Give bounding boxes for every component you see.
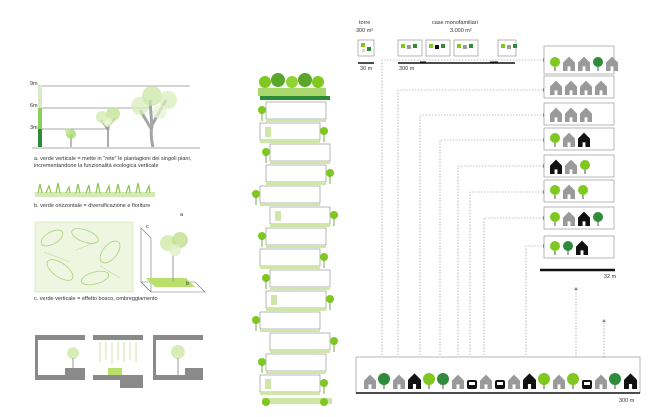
tower-floors — [252, 101, 338, 395]
caption-b: b. verde orizzontale = diversificazione … — [34, 203, 151, 209]
tower-footprint-swatch — [357, 39, 375, 64]
ground-strip — [355, 356, 641, 394]
tree-height-scale — [32, 85, 200, 149]
large-tree-icon — [131, 86, 177, 148]
house-footprints — [397, 39, 517, 57]
inset-label-b: b — [186, 281, 190, 287]
section-sketch-3 — [153, 335, 203, 380]
neighborhood-panels — [543, 45, 618, 259]
houses-scale-bar — [398, 61, 515, 64]
axonometric-plane — [140, 227, 206, 293]
tower-elevation — [258, 73, 330, 100]
height-label-6m: 6m — [30, 103, 38, 109]
leaves-illustration — [34, 221, 134, 293]
grass-strip-illustration — [35, 182, 155, 197]
houses-area: 3.000 m² — [450, 28, 472, 34]
caption-a-line1: a. verde verticale = mette in "rete" le … — [34, 156, 192, 162]
height-label-3m: 3m — [30, 125, 38, 131]
tower-base — [262, 398, 332, 406]
connector-lines — [381, 58, 546, 361]
caption-a-line2: incrementandone la funzionalità ecologic… — [34, 163, 159, 169]
height-label-9m: 9m — [30, 81, 38, 87]
tower-area: 300 m² — [356, 28, 374, 34]
stack-scale-label: 32 m — [604, 274, 617, 280]
section-sketch-2 — [93, 335, 143, 388]
caption-c: c. verde verticale = effetto bosco, ombr… — [34, 296, 158, 302]
houses-scale-label: 300 m — [399, 66, 415, 72]
medium-tree-icon — [96, 107, 120, 147]
inset-label-a: a — [180, 212, 184, 218]
tower-title: torre — [359, 20, 371, 26]
tower-scale-label: 30 m — [360, 66, 373, 72]
inset-label-c: c — [146, 224, 149, 230]
ground-scale-label: 300 m — [619, 398, 635, 404]
houses-title: case monofamiliari — [432, 20, 478, 26]
upward-arrows — [574, 287, 606, 357]
small-tree-icon — [65, 128, 76, 147]
section-sketch-1 — [35, 335, 85, 380]
